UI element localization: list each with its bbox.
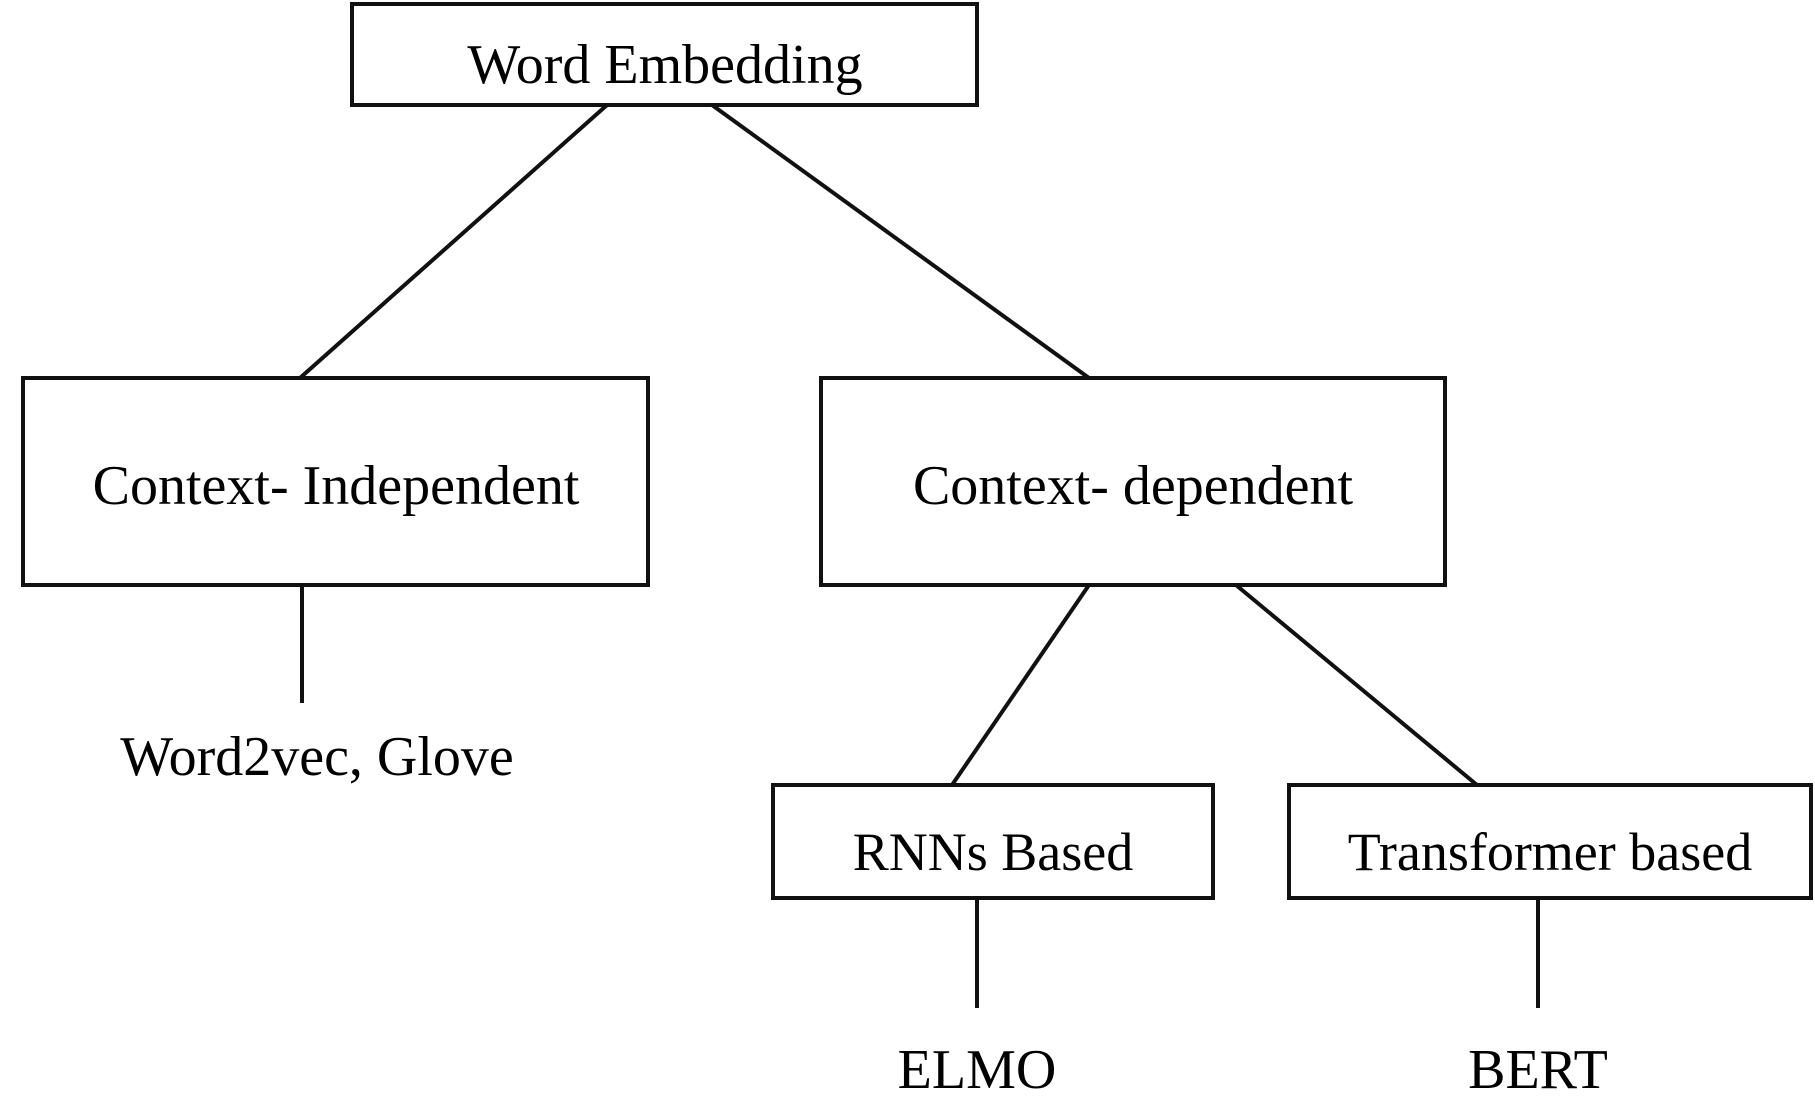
node-context-dependent-label: Context- dependent (913, 455, 1354, 517)
node-transformer-based: Transformer based (1287, 783, 1813, 900)
node-context-independent-label: Context- Independent (93, 455, 580, 517)
edge-root-to-context-independent (298, 103, 609, 380)
node-word-embedding-label: Word Embedding (467, 34, 862, 96)
node-rnns-based: RNNs Based (771, 783, 1215, 900)
node-context-dependent-box (819, 376, 1447, 587)
node-transformer-based-label: Transformer based (1348, 822, 1752, 882)
edge-root-to-context-dependent (710, 103, 1091, 380)
node-word-embedding: Word Embedding (350, 2, 979, 107)
node-transformer-based-box (1287, 783, 1813, 900)
node-word-embedding-box (350, 2, 979, 107)
node-rnns-based-box (771, 783, 1215, 900)
edge-context-dependent-to-transformer (1234, 583, 1479, 787)
bert-label: BERT (1468, 1039, 1608, 1101)
node-context-independent: Context- Independent (21, 376, 650, 587)
node-context-dependent: Context- dependent (819, 376, 1447, 587)
node-context-independent-box (21, 376, 650, 587)
edge-context-dependent-to-rnn (950, 583, 1091, 787)
elmo-label: ELMO (898, 1039, 1057, 1101)
context-independent-examples-label: Word2vec, Glove (120, 726, 514, 788)
node-rnns-based-label: RNNs Based (853, 822, 1134, 882)
